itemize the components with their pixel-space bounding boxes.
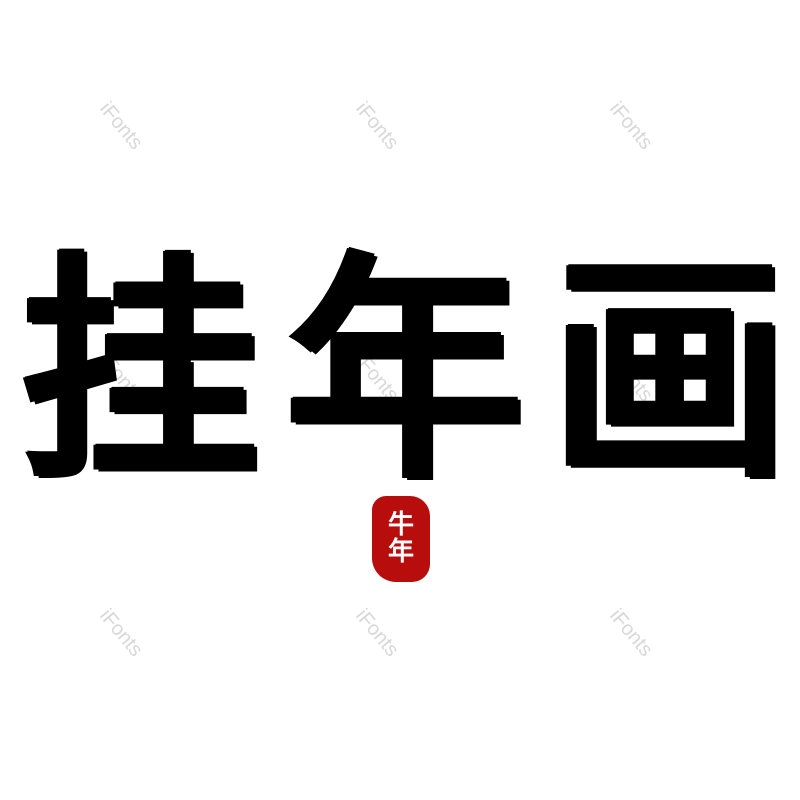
title-char-gua: 挂	[20, 229, 260, 511]
watermark: iFonts	[351, 98, 404, 154]
red-seal-stamp: 牛 年	[372, 496, 430, 582]
title-char-hua: 画	[549, 229, 790, 511]
seal-char-nian: 年	[387, 537, 414, 567]
title-char-nian: 年	[284, 229, 525, 511]
calligraphy-title: 挂 年 画	[20, 220, 790, 520]
watermark: iFonts	[95, 605, 148, 661]
watermark: iFonts	[605, 98, 658, 154]
watermark: iFonts	[605, 605, 658, 661]
seal-char-niu: 牛	[387, 509, 414, 540]
watermark: iFonts	[95, 98, 148, 154]
watermark: iFonts	[351, 605, 404, 661]
